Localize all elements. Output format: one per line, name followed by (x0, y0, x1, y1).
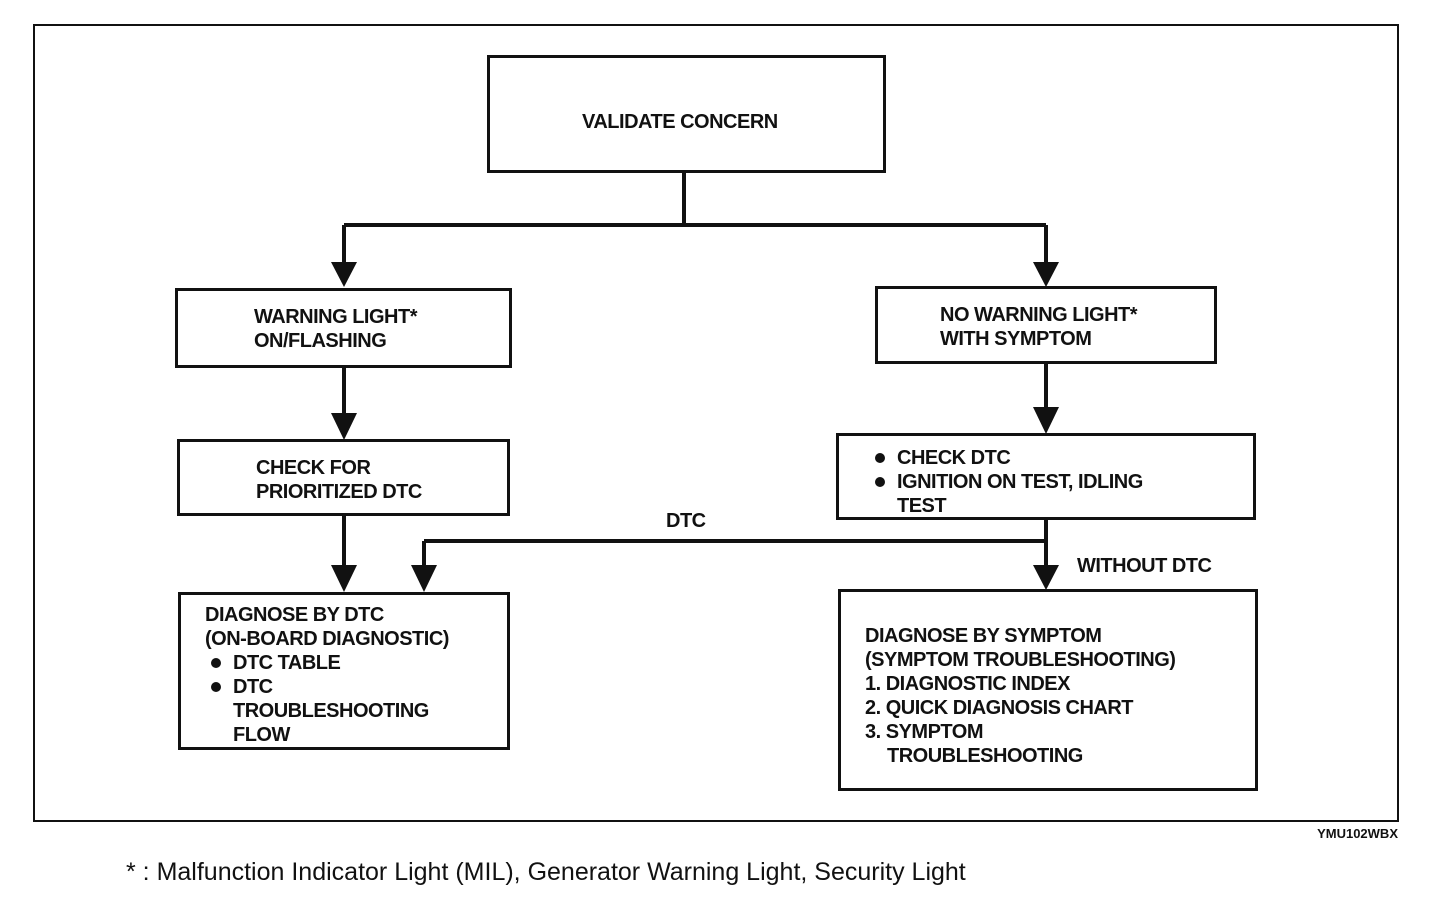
arrow-head-right-2 (1033, 407, 1059, 434)
bullet-continuation: FLOW (233, 724, 290, 746)
check-dtc-box: CHECK DTC IGNITION ON TEST, IDLING TEST (836, 433, 1256, 520)
numbered-item: 3. SYMPTOM (865, 721, 984, 743)
box-heading: DIAGNOSE BY SYMPTOM (865, 625, 1102, 647)
box-text: CHECK FOR (256, 457, 371, 479)
arrow-head-dtc (411, 565, 437, 592)
box-heading: DIAGNOSE BY DTC (205, 604, 384, 626)
arrow-head-right-1 (1033, 262, 1059, 287)
box-text: VALIDATE CONCERN (582, 111, 778, 133)
arrow-head-right-3 (1033, 565, 1059, 590)
bullet-item: DTC (205, 675, 507, 699)
diagram-frame (33, 24, 1399, 822)
diagnose-by-symptom-box: DIAGNOSE BY SYMPTOM (SYMPTOM TROUBLESHOO… (838, 589, 1258, 791)
box-text: ON/FLASHING (254, 330, 387, 352)
bullet-continuation: TEST (897, 495, 947, 517)
numbered-continuation: TROUBLESHOOTING (887, 745, 1083, 767)
box-subheading: (ON-BOARD DIAGNOSTIC) (205, 628, 449, 650)
check-prioritized-dtc-box: CHECK FOR PRIORITIZED DTC (177, 439, 510, 516)
edge-label-dtc: DTC (666, 510, 706, 532)
box-subheading: (SYMPTOM TROUBLESHOOTING) (865, 649, 1176, 671)
validate-concern-box: VALIDATE CONCERN (487, 55, 886, 173)
arrow-head-left-2 (331, 413, 357, 440)
box-text: NO WARNING LIGHT* (940, 304, 1138, 326)
box-text: PRIORITIZED DTC (256, 481, 422, 503)
numbered-item: 1. DIAGNOSTIC INDEX (865, 673, 1070, 695)
figure-code: YMU102WBX (1317, 826, 1398, 841)
box-text: WITH SYMPTOM (940, 328, 1092, 350)
bullet-item: IGNITION ON TEST, IDLING (869, 470, 1253, 494)
arrow-head-left-3 (331, 565, 357, 592)
numbered-item: 2. QUICK DIAGNOSIS CHART (865, 697, 1134, 719)
bullet-item: DTC TABLE (205, 651, 507, 675)
footnote: * : Malfunction Indicator Light (MIL), G… (126, 858, 966, 886)
edge-label-without-dtc: WITHOUT DTC (1077, 555, 1212, 577)
diagnose-by-dtc-box: DIAGNOSE BY DTC (ON-BOARD DIAGNOSTIC) DT… (178, 592, 510, 750)
bullet-continuation: TROUBLESHOOTING (233, 700, 429, 722)
arrow-head-left-1 (331, 262, 357, 287)
no-warning-light-box: NO WARNING LIGHT* WITH SYMPTOM (875, 286, 1217, 364)
bullet-item: CHECK DTC (869, 446, 1253, 470)
box-text: WARNING LIGHT* (254, 306, 418, 328)
warning-light-on-box: WARNING LIGHT* ON/FLASHING (175, 288, 512, 368)
